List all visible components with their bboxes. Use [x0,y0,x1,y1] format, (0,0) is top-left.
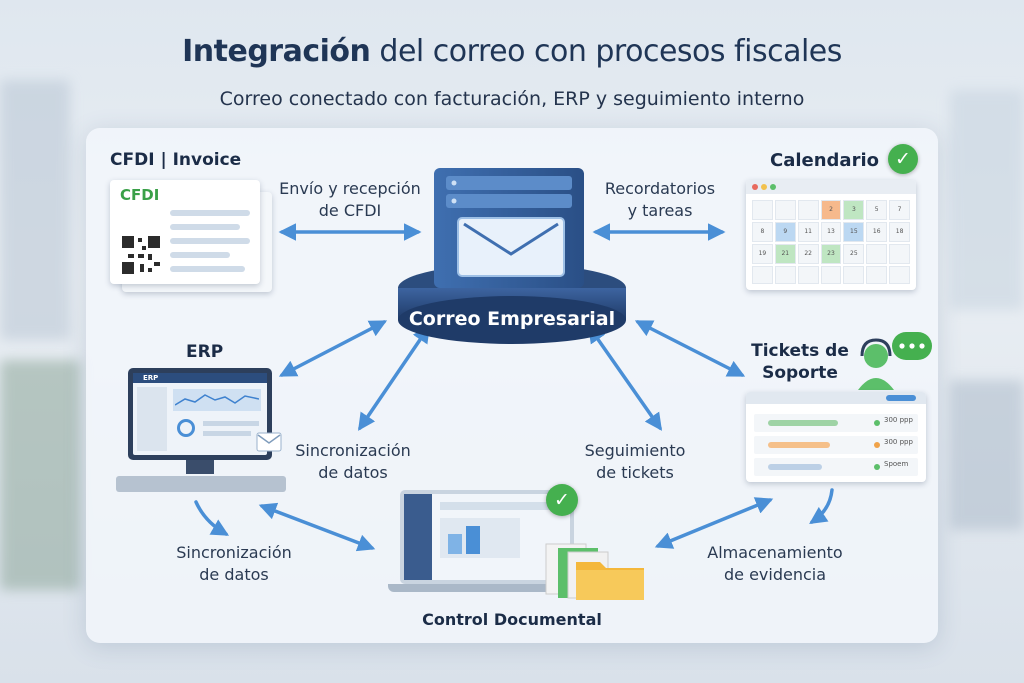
calendar-day-cell: 15 [843,222,865,242]
calendar-day-cell [774,200,796,220]
arrow-sync-center-left [358,325,430,431]
background-plant [0,360,80,590]
calendar-day-cell [843,266,865,284]
erp-screen-label: ERP [143,374,159,382]
arrow-erp-down [194,500,230,536]
page-title: Integración del correo con procesos fisc… [182,34,842,69]
calendar-day-cell: 9 [774,222,796,242]
support-agent-icon [858,332,932,390]
calendar-day-cell: 18 [889,222,910,242]
ticket-row-bar [768,420,838,426]
calendar-day-cell [820,266,842,284]
erp-keyboard [116,476,286,492]
calendar-day-cell [866,244,888,264]
erp-monitor-stand [186,460,214,474]
background-shelf-left [0,80,70,340]
calendar-day-cell: 19 [752,244,773,264]
calendar-day-cell: 16 [866,222,888,242]
ticket-row-bar [768,442,830,448]
calendar-day-cell: 2 [820,200,842,220]
calendar-day-cell [889,266,910,284]
calendar-day-cell [797,200,819,220]
calendar-day-cell: 21 [774,244,796,264]
ticket-row-bar [768,464,822,470]
calendar-day-cell: 23 [820,244,842,264]
arrow-erp [278,320,388,377]
ticket-row-value: 300 ppp [884,438,913,446]
ticket-row: 300 ppp [754,414,918,432]
erp-title: ERP [186,342,224,362]
calendar-day-cell: 13 [820,222,842,242]
erp-monitor: ERP [128,368,272,460]
hub-label: Correo Empresarial [408,308,616,330]
arrow-tickets-down [809,488,834,524]
calendar-day-cell [774,266,796,284]
calendar-day-cell [752,266,773,284]
calendar-day-cell: 3 [843,200,865,220]
ticket-status-dot [874,464,880,470]
docs-laptop [400,490,574,584]
arrow-tickets [634,320,746,377]
calendar-day-cell [866,266,888,284]
calendar-check-icon: ✓ [888,144,918,174]
calendar-day-cell: 5 [866,200,888,220]
calendar-day-cell [797,266,819,284]
calendar-day-cell: 22 [797,244,819,264]
calendar-day-cell [889,244,910,264]
calendar-day-cell: 7 [889,200,910,220]
qr-code-icon [120,234,162,276]
docs-laptop-base [388,584,586,592]
arrow-erp-docs [258,502,376,552]
ticket-row-value: 300 ppp [884,416,913,424]
cfdi-doc-label: CFDI [120,186,160,204]
docs-check-icon: ✓ [546,484,578,516]
page-subtitle: Correo conectado con facturación, ERP y … [219,88,805,110]
envelope-icon [256,432,282,452]
email-server [398,168,626,344]
folders-icon [545,543,644,600]
calendar-day-cell: 11 [797,222,819,242]
ticket-status-dot [874,442,880,448]
ticket-row-value: Spoem [884,460,909,468]
background-window-right [950,90,1024,310]
docs-title: Control Documental [422,610,602,629]
ticket-row: Spoem [754,458,918,476]
ticket-row: 300 ppp [754,436,918,454]
ticket-status-dot [874,420,880,426]
cfdi-document: CFDI [110,180,260,284]
calendar-day-cell [752,200,773,220]
calendar-title: Calendario [770,150,879,171]
cfdi-title: CFDI | Invoice [110,150,242,170]
arrow-tracking-center-right [587,325,663,431]
calendar-day-cell: 8 [752,222,773,242]
background-desk-right [950,380,1024,530]
arrow-tickets-docs [654,497,774,549]
calendar-day-cell: 25 [843,244,865,264]
